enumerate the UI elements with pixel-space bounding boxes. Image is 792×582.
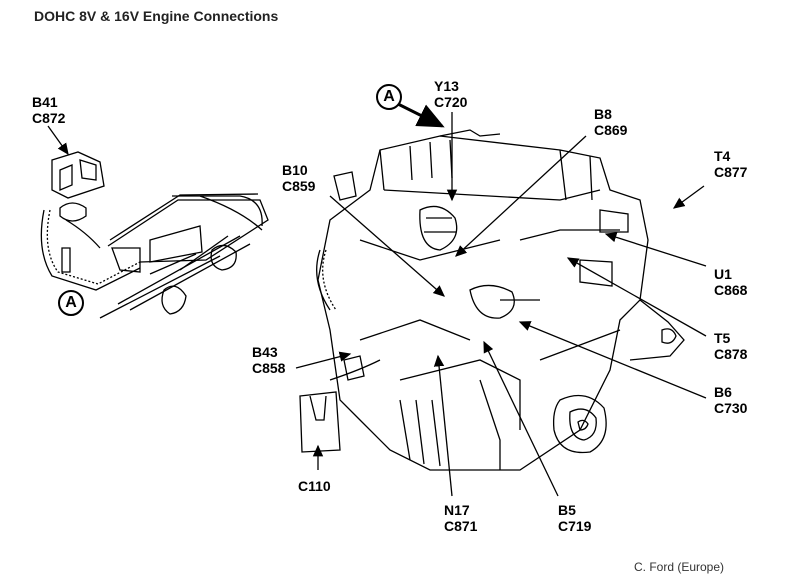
connector-code: C871 [444, 518, 478, 534]
callout-n17: N17 C871 [444, 502, 477, 534]
callout-b41: B41 C872 [32, 94, 65, 126]
component-code: B10 [282, 162, 308, 178]
connector-code: C868 [714, 282, 748, 298]
callout-b43: B43 C858 [252, 344, 285, 376]
component-code: B41 [32, 94, 58, 110]
component-code: B8 [594, 106, 612, 122]
connector-code: C877 [714, 164, 748, 180]
callout-t4: T4 C877 [714, 148, 747, 180]
component-code: T5 [714, 330, 731, 346]
connector-code: C878 [714, 346, 748, 362]
callout-t5: T5 C878 [714, 330, 747, 362]
view-a-marker-main: A [376, 84, 402, 110]
connector-code: C110 [298, 478, 331, 494]
leader-lines [47, 102, 707, 497]
inset-engine-drawing [40, 151, 269, 319]
main-engine-drawing [299, 129, 685, 471]
connector-code: C730 [714, 400, 748, 416]
component-code: U1 [714, 266, 732, 282]
component-code: B6 [714, 384, 732, 400]
connector-code: C872 [32, 110, 66, 126]
connector-code: C720 [434, 94, 468, 110]
connector-code: C719 [558, 518, 592, 534]
component-code: B43 [252, 344, 278, 360]
connector-code: C858 [252, 360, 286, 376]
image-credit: C. Ford (Europe) [634, 560, 725, 574]
connector-code: C859 [282, 178, 316, 194]
connector-code: C869 [594, 122, 628, 138]
diagram-title: DOHC 8V & 16V Engine Connections [34, 8, 279, 24]
callout-b8: B8 C869 [594, 106, 627, 138]
callout-c110: C110 [298, 478, 331, 494]
component-code: B5 [558, 502, 576, 518]
view-a-marker-inset: A [58, 290, 84, 316]
callout-b6: B6 C730 [714, 384, 747, 416]
callout-u1: U1 C868 [714, 266, 747, 298]
callout-b10: B10 C859 [282, 162, 315, 194]
callout-b5: B5 C719 [558, 502, 591, 534]
component-code: N17 [444, 502, 470, 518]
component-code: T4 [714, 148, 731, 164]
callout-y13: Y13 C720 [434, 78, 467, 110]
component-code: Y13 [434, 78, 459, 94]
